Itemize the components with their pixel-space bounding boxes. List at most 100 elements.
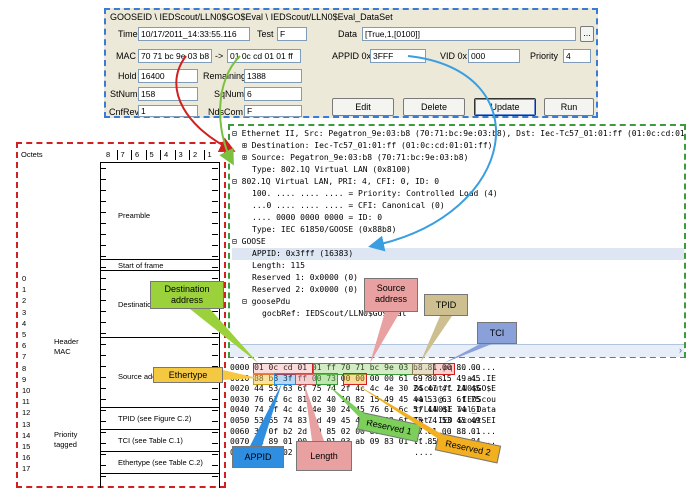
collapse-icon[interactable]: ⊟ — [232, 177, 242, 186]
start-of-frame-field: Start of frame — [118, 261, 164, 270]
run-button[interactable]: Run — [544, 98, 594, 116]
collapse-icon[interactable]: ⊟ — [242, 297, 252, 306]
tree-row-text: gocbRef: IEDScout/LLN0$GO$Eval — [262, 309, 407, 318]
tree-row[interactable]: ⊟ goosePdu — [232, 296, 684, 308]
tree-row[interactable]: 100. .... .... .... = Priority: Controll… — [232, 188, 684, 200]
destination-field: Destination — [118, 300, 156, 309]
tree-row-text: Source: Pegatron_9e:03:b8 (70:71:bc:9e:0… — [251, 153, 469, 162]
expand-icon[interactable]: ⊞ — [242, 153, 252, 162]
tree-row[interactable]: Length: 115 — [232, 260, 684, 272]
appid-pointer — [250, 383, 282, 446]
mac-destination-field[interactable]: 01 0c cd 01 01 ff — [227, 49, 301, 63]
mac-section-label: MAC — [54, 347, 71, 356]
bit-number: 7 — [120, 150, 125, 159]
tci-callout: TCI — [477, 322, 517, 344]
hex-bytes: 01 0c cd 01 01 ff 70 71 bc 9e 03 b8 81 0… — [254, 363, 481, 372]
edit-button[interactable]: Edit — [332, 98, 394, 116]
time-field[interactable]: 10/17/2011_14:33:55.116 — [138, 27, 250, 41]
octet-number: 0 — [22, 274, 27, 283]
tree-row-text: Length: 115 — [252, 261, 305, 270]
collapse-icon[interactable]: ⊟ — [232, 237, 242, 246]
data-browse-button[interactable]: ... — [580, 26, 594, 42]
bit-number: 4 — [164, 150, 169, 159]
bit-number: 3 — [178, 150, 183, 159]
tree-row-text: Reserved 2: 0x0000 (0) — [252, 285, 358, 294]
source-pointer — [370, 312, 400, 363]
tree-row-text: 802.1Q Virtual LAN, PRI: 4, CFI: 0, ID: … — [241, 177, 440, 186]
cnfrev-label: CnfRev — [109, 107, 140, 117]
bit-number: 2 — [193, 150, 198, 159]
horizontal-scrollbar[interactable]: › — [230, 344, 684, 357]
length-callout: Length — [296, 441, 352, 471]
test-field[interactable]: F — [277, 27, 307, 41]
appid-label: APPID 0x — [332, 51, 372, 61]
tpid-callout: TPID — [424, 294, 468, 316]
tree-row-text: Reserved 1: 0x0000 (0) — [252, 273, 358, 282]
tree-row[interactable]: APPID: 0x3fff (16383) — [232, 248, 684, 260]
destination-address-callout: Destination address — [150, 281, 224, 309]
priority-field[interactable]: 4 — [563, 49, 591, 63]
tree-row[interactable]: ⊟ GOOSE — [232, 236, 684, 248]
tree-row[interactable]: Type: 802.1Q Virtual LAN (0x8100) — [232, 164, 684, 176]
octet-number: 14 — [22, 430, 31, 440]
hex-bytes: 76 61 6c 81 02 40 10 82 15 49 45 44 53 6… — [254, 394, 481, 404]
priority-label: Priority — [530, 51, 559, 61]
octet-number: 3 — [22, 307, 27, 317]
tree-row[interactable]: .... 0000 0000 0000 = ID: 0 — [232, 212, 684, 224]
source-address-field: Source addr — [118, 372, 159, 381]
appid-arrow — [368, 55, 497, 252]
sqnum-field[interactable]: 6 — [244, 87, 302, 101]
data-field[interactable]: [True,1,[0100]] — [362, 27, 576, 41]
goose-form-window: GOOSEID \ IEDScout/LLN0$GO$Eval \ IEDSco… — [104, 8, 598, 118]
octet-number: 6 — [22, 341, 27, 351]
tree-row[interactable]: ...0 .... .... .... = CFI: Canonical (0) — [232, 200, 684, 212]
stnum-label: StNum — [110, 89, 138, 99]
tree-row[interactable]: ⊞ Destination: Iec-Tc57_01:01:ff (01:0c:… — [232, 140, 684, 152]
stnum-field[interactable]: 158 — [138, 87, 198, 101]
octet-number: 17 — [22, 464, 31, 474]
octet-number: 15 — [22, 442, 31, 451]
octet-number: 12 — [22, 408, 31, 418]
destination-bytes-highlight — [253, 363, 313, 375]
tree-row-text: .... 0000 0000 0000 = ID: 0 — [252, 213, 383, 222]
hold-field[interactable]: 16400 — [138, 69, 198, 83]
tpid-field: TPID (see Figure C.2) — [118, 414, 192, 423]
delete-button[interactable]: Delete — [403, 98, 465, 116]
mac-source-arrow — [175, 55, 236, 153]
collapse-icon[interactable]: ⊟ — [232, 129, 242, 138]
hex-offset: 0060 — [230, 426, 255, 436]
hex-offset: 0000 — [230, 363, 255, 372]
tree-row[interactable]: Reserved 1: 0x0000 (0) — [232, 272, 684, 284]
octet-number: 2 — [22, 296, 27, 306]
tree-row[interactable]: gocbRef: IEDScout/LLN0$GO$Eval — [232, 308, 684, 320]
destination-pointer — [190, 309, 258, 363]
ndscom-field[interactable]: F — [244, 105, 302, 117]
remaining-field[interactable]: 1388 — [244, 69, 302, 83]
octet-number: 11 — [22, 397, 30, 407]
tree-row[interactable]: Type: IEC 61850/GOOSE (0x88b8) — [232, 224, 684, 236]
mac-source-field[interactable]: 70 71 bc 9e 03 b8 — [138, 49, 212, 63]
octet-number: 4 — [22, 318, 27, 328]
hex-offset: 0070 — [230, 437, 255, 447]
scroll-right-icon[interactable]: › — [679, 345, 682, 355]
vid-label: VID 0x — [440, 51, 468, 61]
tree-row[interactable]: ⊟ Ethernet II, Src: Pegatron_9e:03:b8 (7… — [232, 128, 684, 140]
hex-offset: 0020 — [230, 384, 255, 394]
tree-row[interactable]: Reserved 2: 0x0000 (0) — [232, 284, 684, 296]
hex-bytes: 74 2f 4c 4c 4e 30 24 45 76 61 6c 5f 44 6… — [254, 405, 481, 415]
bit-number: 5 — [149, 150, 154, 159]
appid-field[interactable]: 3FFF — [370, 49, 426, 63]
reserved2-bytes-highlight — [343, 373, 367, 385]
tree-row[interactable]: ⊞ Source: Pegatron_9e:03:b8 (70:71:bc:9e… — [232, 152, 684, 164]
vid-field[interactable]: 000 — [468, 49, 520, 63]
octet-number: 5 — [22, 330, 27, 339]
expand-icon[interactable]: ⊞ — [242, 141, 252, 150]
octet-number: 16 — [22, 453, 31, 463]
tree-row-text: Type: 802.1Q Virtual LAN (0x8100) — [252, 165, 411, 174]
tci-pointer — [444, 344, 492, 363]
bit-number: 6 — [135, 150, 140, 159]
reserved1-pointer — [326, 383, 372, 420]
gooseid-title: GOOSEID \ IEDScout/LLN0$GO$Eval \ IEDSco… — [110, 12, 393, 22]
tree-row-text: APPID: 0x3fff (16383) — [252, 249, 354, 258]
tree-row[interactable]: ⊟ 802.1Q Virtual LAN, PRI: 4, CFI: 0, ID… — [232, 176, 684, 188]
